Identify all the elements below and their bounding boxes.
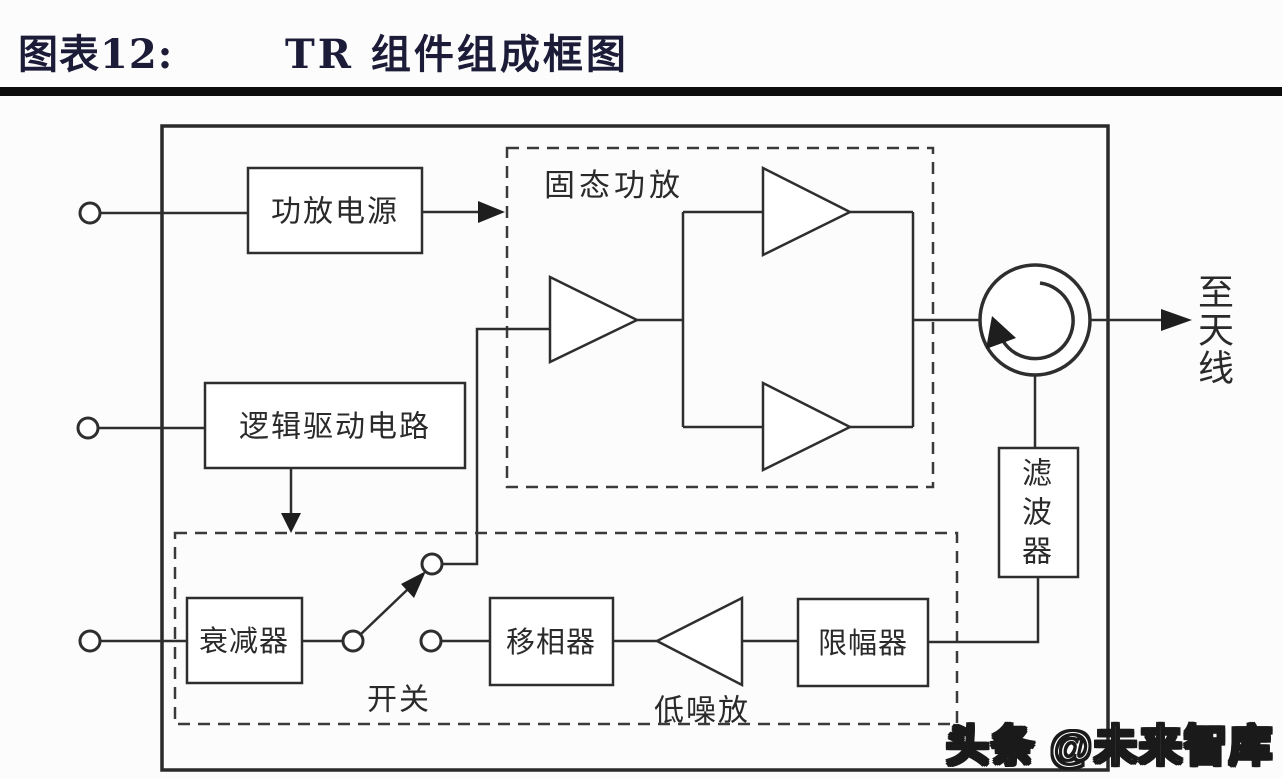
- figure-title: TR 组件组成框图: [285, 31, 629, 78]
- switch-throw-down-circle: [419, 629, 443, 653]
- attenuator-label: 衰减器: [199, 624, 289, 658]
- limiter-label: 限幅器: [818, 626, 908, 660]
- switch-arm: [360, 589, 408, 635]
- figure-label: 图表12:: [18, 31, 174, 78]
- logic-driver-label: 逻辑驱动电路: [239, 410, 431, 445]
- logic-driver-box: [203, 381, 467, 470]
- limiter-box: [796, 597, 930, 688]
- phase-shifter-label: 移相器: [506, 625, 596, 659]
- arrowhead-antenna: [1161, 309, 1192, 331]
- phase-shifter-box: [488, 596, 615, 687]
- antenna-label-char-2: 线: [1198, 349, 1234, 390]
- tr-module-outer-box: [160, 124, 1110, 772]
- input-terminal-2: [76, 416, 100, 440]
- switch-label: 开关: [367, 683, 431, 718]
- input-terminal-1: [78, 201, 102, 225]
- sspa-driver-amplifier-triangle: [548, 274, 640, 364]
- arrowhead-pa-power: [478, 201, 505, 223]
- attenuator-box: [185, 596, 304, 685]
- arrowhead-circulator: [986, 316, 1016, 349]
- watermark: 头条 @未来智库: [945, 722, 1274, 772]
- filter-box: [997, 446, 1080, 579]
- switch-lna-dashed-box: [173, 531, 959, 726]
- input-terminal-3: [78, 629, 102, 653]
- sspa-label: 固态功放: [544, 168, 684, 204]
- antenna-label-char-1: 天: [1198, 311, 1234, 352]
- switch-pole-circle: [341, 629, 365, 653]
- pa-power-box: [246, 166, 424, 255]
- arrowhead-logic-driver: [281, 513, 301, 533]
- switch-throw-up-circle: [420, 552, 444, 576]
- sspa-dashed-box: [505, 146, 935, 489]
- sspa-bottom-amplifier-triangle: [761, 380, 853, 473]
- sspa-top-amplifier-triangle: [761, 165, 853, 258]
- wire-filter-to-limiter: [928, 577, 1040, 644]
- pa-power-label: 功放电源: [271, 195, 399, 230]
- circulator-rotation-arc: [1001, 281, 1075, 361]
- lna-amplifier-triangle: [654, 595, 744, 688]
- filter-label-char-1: 波: [1022, 496, 1054, 531]
- filter-label-char-0: 滤: [1022, 457, 1054, 492]
- arrowhead-switch-arm: [401, 571, 426, 598]
- filter-label-char-2: 器: [1022, 535, 1054, 570]
- lna-label: 低噪放: [654, 694, 750, 729]
- title-divider-rule: [0, 87, 1282, 96]
- wire-switch-to-sspa: [442, 327, 550, 566]
- antenna-label-char-0: 至: [1198, 273, 1234, 314]
